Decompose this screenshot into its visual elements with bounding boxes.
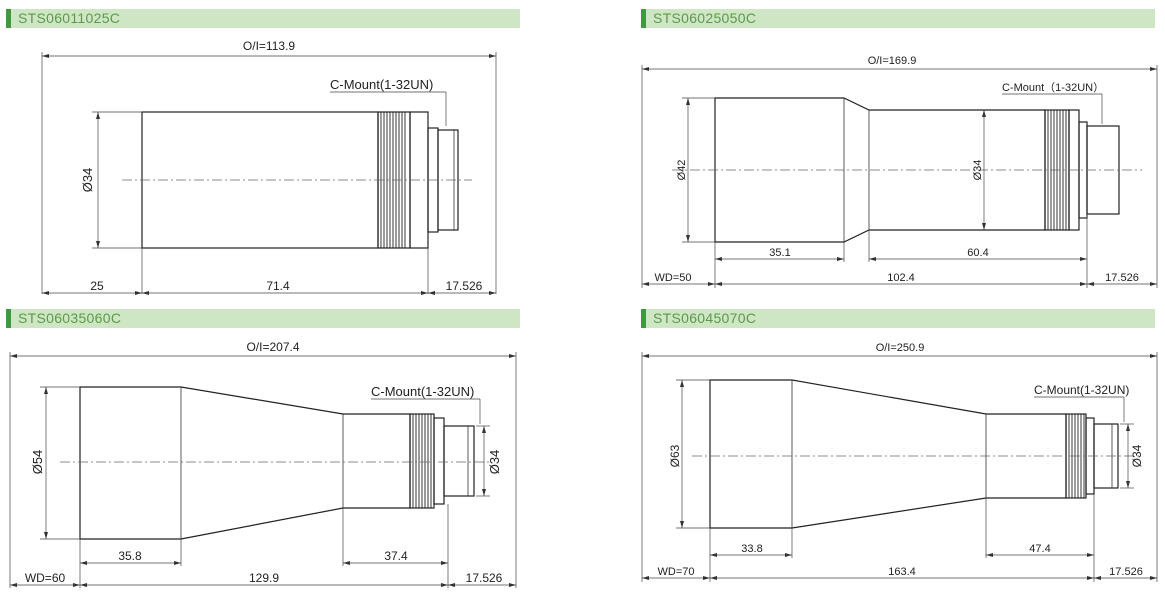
mount-label: C-Mount(1-32UN) bbox=[330, 77, 433, 92]
front-length-label: 35.1 bbox=[769, 247, 790, 259]
front-diameter-label: Ø63 bbox=[668, 444, 682, 467]
mount-label: C-Mount(1-32UN) bbox=[371, 384, 474, 399]
c-mount-thread bbox=[443, 425, 475, 497]
lens-barrel bbox=[79, 386, 411, 540]
arrowheads bbox=[1126, 424, 1130, 488]
front-length-label: 35.8 bbox=[118, 549, 142, 563]
drawing-panel-sts06045070c: STS06045070C O/I=250.9 Ø63 bbox=[582, 300, 1165, 595]
header-marker bbox=[641, 309, 646, 328]
diameter-label: Ø34 bbox=[80, 168, 95, 193]
mount-flange bbox=[1078, 121, 1088, 219]
lens-drawing: O/I=113.9 Ø34 C-Mount(1-32UN) bbox=[41, 39, 497, 295]
mount-label: C-Mount(1-32UN) bbox=[1034, 383, 1129, 397]
arrowheads bbox=[482, 426, 486, 496]
header-marker bbox=[6, 309, 11, 328]
flange-distance-label: 17.526 bbox=[466, 571, 503, 585]
knurl-lines bbox=[412, 414, 432, 508]
rear-length-label: 37.4 bbox=[384, 549, 408, 563]
lens-drawing: O/I=207.4 Ø54 Ø34 C-Mount(1-32UN) bbox=[9, 340, 517, 588]
body-length-label: 102.4 bbox=[887, 272, 915, 284]
panel-title: STS06011025C bbox=[18, 10, 121, 26]
drawing-panel-sts06011025c: STS06011025C O/I=113.9 Ø34 bbox=[0, 0, 560, 300]
front-length-label: 33.8 bbox=[741, 543, 762, 555]
rear-diameter-label: Ø34 bbox=[972, 160, 984, 181]
body-length-label: 129.9 bbox=[249, 571, 279, 585]
overall-label: O/I=207.4 bbox=[246, 340, 299, 354]
rear-diameter-label: Ø34 bbox=[487, 450, 502, 475]
rear-ring bbox=[433, 417, 445, 505]
front-diameter-label: Ø42 bbox=[676, 160, 688, 181]
panel-title: STS06045070C bbox=[653, 310, 757, 326]
panel-title: STS06035060C bbox=[18, 310, 122, 326]
wd-label: WD=50 bbox=[655, 272, 692, 284]
wd-label: WD=60 bbox=[25, 571, 66, 585]
rear-length-label: 47.4 bbox=[1029, 543, 1050, 555]
overall-label: O/I=169.9 bbox=[868, 55, 917, 67]
drawing-panel-sts06025050c: STS06025050C O/I=169.9 Ø42 bbox=[582, 0, 1165, 300]
body-length-label: 71.4 bbox=[266, 279, 290, 293]
panel-header: STS06011025C bbox=[6, 9, 520, 28]
panel-title: STS06025050C bbox=[653, 10, 757, 26]
flange-distance-label: 17.526 bbox=[1109, 566, 1143, 578]
lens-drawing: O/I=169.9 Ø42 Ø34 C-Mount（1-32UN） bbox=[641, 55, 1158, 288]
flange-distance-label: 17.526 bbox=[1105, 272, 1139, 284]
front-diameter-label: Ø54 bbox=[30, 450, 45, 475]
panel-header: STS06035060C bbox=[6, 309, 520, 328]
mount-label: C-Mount（1-32UN） bbox=[1002, 81, 1104, 94]
panel-header: STS06045070C bbox=[641, 309, 1155, 328]
lens-barrel bbox=[709, 379, 1067, 529]
panel-header: STS06025050C bbox=[641, 9, 1155, 28]
overall-label: O/I=113.9 bbox=[243, 39, 295, 53]
rear-diameter-label: Ø34 bbox=[1130, 444, 1144, 467]
overall-label: O/I=250.9 bbox=[876, 342, 925, 354]
rear-length-label: 60.4 bbox=[967, 247, 988, 259]
drawing-panel-sts06035060c: STS06035060C O/I=207.4 Ø54 bbox=[0, 300, 560, 595]
lens-drawing: O/I=250.9 Ø63 Ø34 C-Mount(1-32UN) bbox=[641, 342, 1158, 582]
body-length-label: 163.4 bbox=[888, 566, 916, 578]
flange-distance-label: 17.526 bbox=[446, 279, 483, 293]
header-marker bbox=[641, 9, 646, 28]
header-marker bbox=[6, 9, 11, 28]
wd-label: 25 bbox=[90, 279, 104, 293]
wd-label: WD=70 bbox=[658, 566, 695, 578]
